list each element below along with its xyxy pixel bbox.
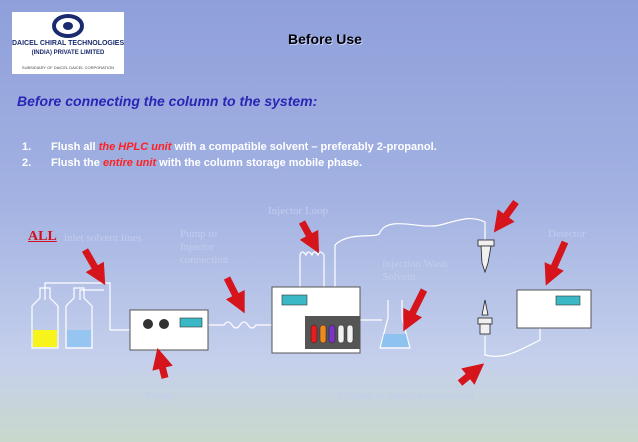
solvent-bottles: [31, 287, 93, 349]
arrow-pump: [152, 347, 173, 379]
label-injector-loop: Injector Loop: [268, 205, 329, 217]
arrow-injector-loop: [298, 220, 320, 254]
step-1-post: with a compatible solvent – preferably 2…: [171, 141, 437, 153]
label-injection-wash: Injection Wash Solvent: [382, 258, 448, 283]
step-2-number: 2.: [22, 157, 32, 169]
all-label: ALL: [28, 229, 57, 244]
step-2: 2. Flush the entire unit with the column …: [22, 157, 362, 169]
slide-subtitle: Before connecting the column to the syst…: [17, 93, 318, 109]
logo-emblem: [52, 14, 84, 38]
wash-flask: [379, 300, 411, 349]
step-2-post: with the column storage mobile phase.: [156, 157, 363, 169]
autosampler-unit: [271, 286, 361, 354]
arrow-injector-needle: [493, 199, 519, 233]
logo-line-3: SUBSIDIARY OF DAICEL DAICEL CORPORATION: [21, 65, 115, 70]
arrow-inlet: [81, 248, 106, 286]
arrow-wash: [403, 288, 428, 332]
step-1-number: 1.: [22, 141, 32, 153]
arrow-pump-injector: [223, 276, 245, 314]
arrow-detector: [544, 240, 569, 286]
company-logo: DAICEL CHIRAL TECHNOLOGIES (INDIA) PRIVA…: [12, 12, 124, 74]
label-pump-injector: Pump to Injector connection: [180, 228, 229, 266]
step-2-highlight: entire unit: [102, 157, 157, 169]
step-1-highlight: the HPLC unit: [98, 141, 172, 153]
step-1-pre: Flush all: [51, 141, 99, 153]
pump-unit: [129, 309, 209, 351]
detector-unit: [516, 289, 592, 329]
step-1: 1. Flush all the HPLC unit with a compati…: [22, 141, 437, 153]
label-column-detector: Column to detector connection: [338, 390, 474, 402]
column-connectors: [477, 239, 495, 335]
arrow-column-detector: [457, 363, 485, 386]
label-pump: Pump: [146, 390, 172, 402]
step-2-pre: Flush the: [51, 157, 103, 169]
label-detector: Detector: [548, 228, 586, 240]
slide-title: Before Use: [288, 31, 362, 47]
label-inlet: inlet solvent lines: [64, 232, 142, 244]
pointer-arrows: [81, 199, 569, 386]
logo-line-1: DAICEL CHIRAL TECHNOLOGIES: [12, 40, 125, 47]
logo-line-2: (INDIA) PRIVATE LIMITED: [31, 50, 105, 56]
